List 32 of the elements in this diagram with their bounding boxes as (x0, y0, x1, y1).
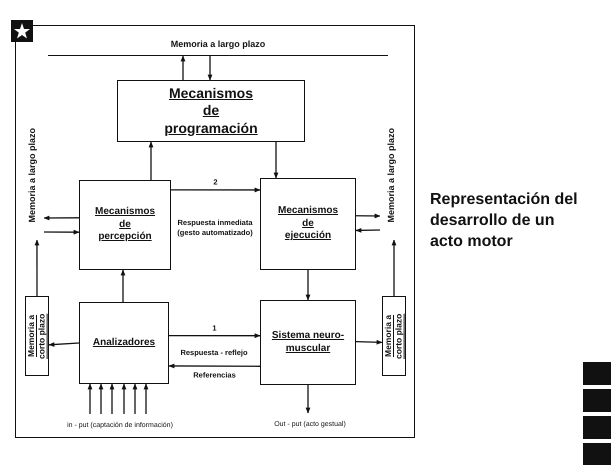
arrow (98, 383, 104, 414)
arrow (43, 216, 79, 220)
process-box: Analizadores (79, 302, 169, 384)
memory-box: Memoria a corto plazo (25, 296, 49, 376)
memory-box: Memoria a corto plazo (382, 296, 406, 376)
arrow (110, 383, 114, 414)
arrow (44, 230, 80, 235)
arrow (132, 383, 138, 414)
arrow (392, 239, 396, 296)
arrow (120, 269, 126, 302)
arrow (171, 188, 261, 192)
arrow (355, 228, 380, 233)
arrow (168, 364, 260, 368)
title: Representación del desarrollo de un acto motor (430, 190, 579, 252)
process-box: Mecanismos de ejecución (260, 178, 356, 270)
arrow (306, 385, 310, 414)
arrow (148, 141, 154, 180)
arrow (122, 383, 126, 414)
arrow (306, 270, 310, 301)
arrow (48, 342, 80, 347)
arrow (208, 56, 212, 81)
arrow (169, 333, 261, 338)
process-box: Mecanismos de percepción (79, 180, 171, 270)
process-box: Sistema neuro-muscular (260, 300, 356, 385)
process-box: Mecanismos de programación (117, 80, 305, 142)
arrow (356, 340, 383, 345)
arrow (34, 239, 40, 296)
arrow (274, 142, 278, 179)
arrow (144, 383, 148, 414)
arrow (356, 214, 381, 218)
arrow (88, 383, 92, 414)
arrow (180, 55, 186, 80)
